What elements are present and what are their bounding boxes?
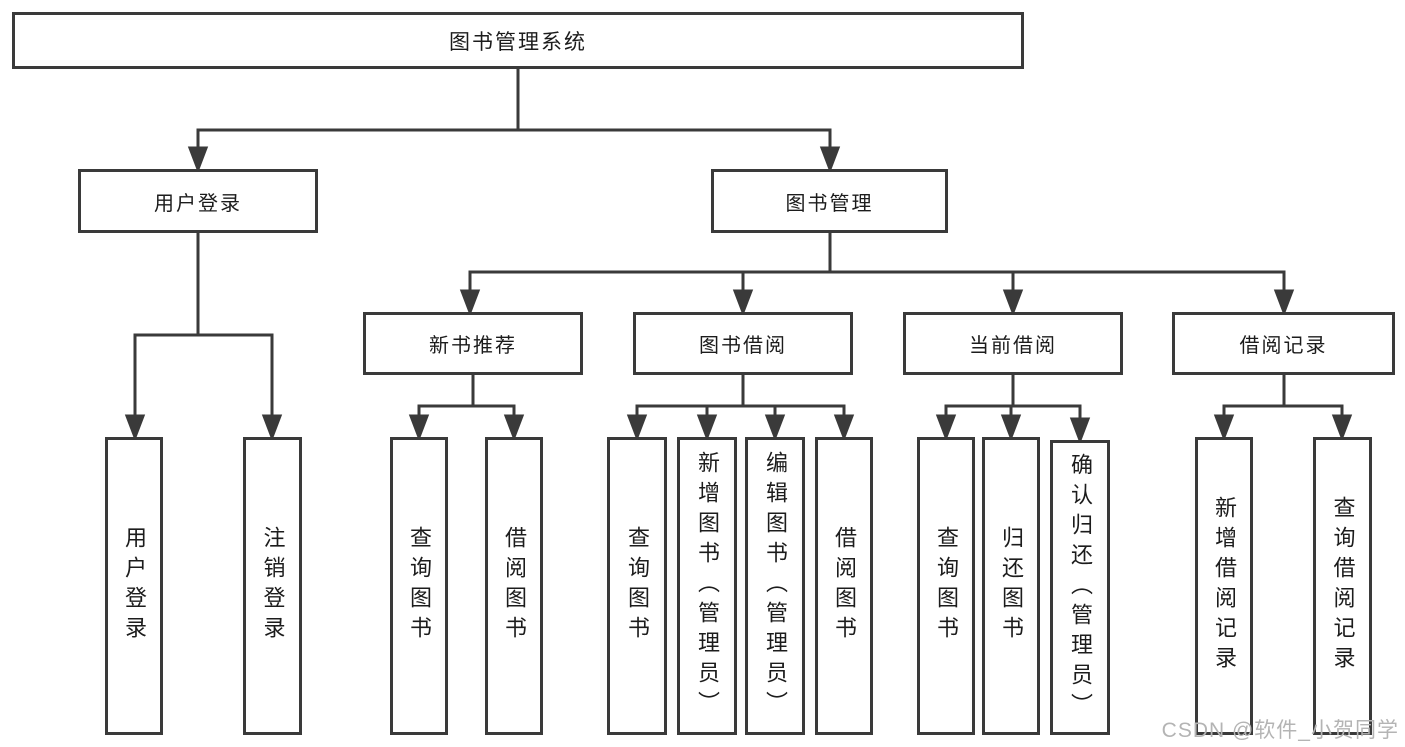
node-book-borrowing: 图书借阅 (633, 312, 853, 375)
node-leaf-query-books-recommend: 查询图书 (390, 437, 448, 735)
node-leaf-add-books-admin: 新增图书（管理员） (677, 437, 737, 735)
node-library-management-system: 图书管理系统 (12, 12, 1024, 69)
node-leaf-confirm-return-admin: 确认归还（管理员） (1050, 440, 1110, 735)
node-leaf-return-books: 归还图书 (982, 437, 1040, 735)
node-borrowing-records: 借阅记录 (1172, 312, 1395, 375)
node-leaf-user-login: 用户登录 (105, 437, 163, 735)
node-leaf-edit-books-admin: 编辑图书（管理员） (745, 437, 805, 735)
node-leaf-query-borrow-record: 查询借阅记录 (1313, 437, 1372, 735)
node-leaf-borrow-books: 借阅图书 (815, 437, 873, 735)
node-leaf-borrow-books-recommend: 借阅图书 (485, 437, 543, 735)
node-leaf-query-books-borrow: 查询图书 (607, 437, 667, 735)
csdn-watermark: CSDN @软件_小贺同学 (1161, 719, 1399, 742)
node-user-login-module: 用户登录 (78, 169, 318, 233)
node-current-borrowing: 当前借阅 (903, 312, 1123, 375)
node-book-management-module: 图书管理 (711, 169, 948, 233)
node-leaf-add-borrow-record: 新增借阅记录 (1195, 437, 1253, 735)
node-leaf-query-books-current: 查询图书 (917, 437, 975, 735)
node-new-book-recommend: 新书推荐 (363, 312, 583, 375)
node-leaf-logout: 注销登录 (243, 437, 302, 735)
